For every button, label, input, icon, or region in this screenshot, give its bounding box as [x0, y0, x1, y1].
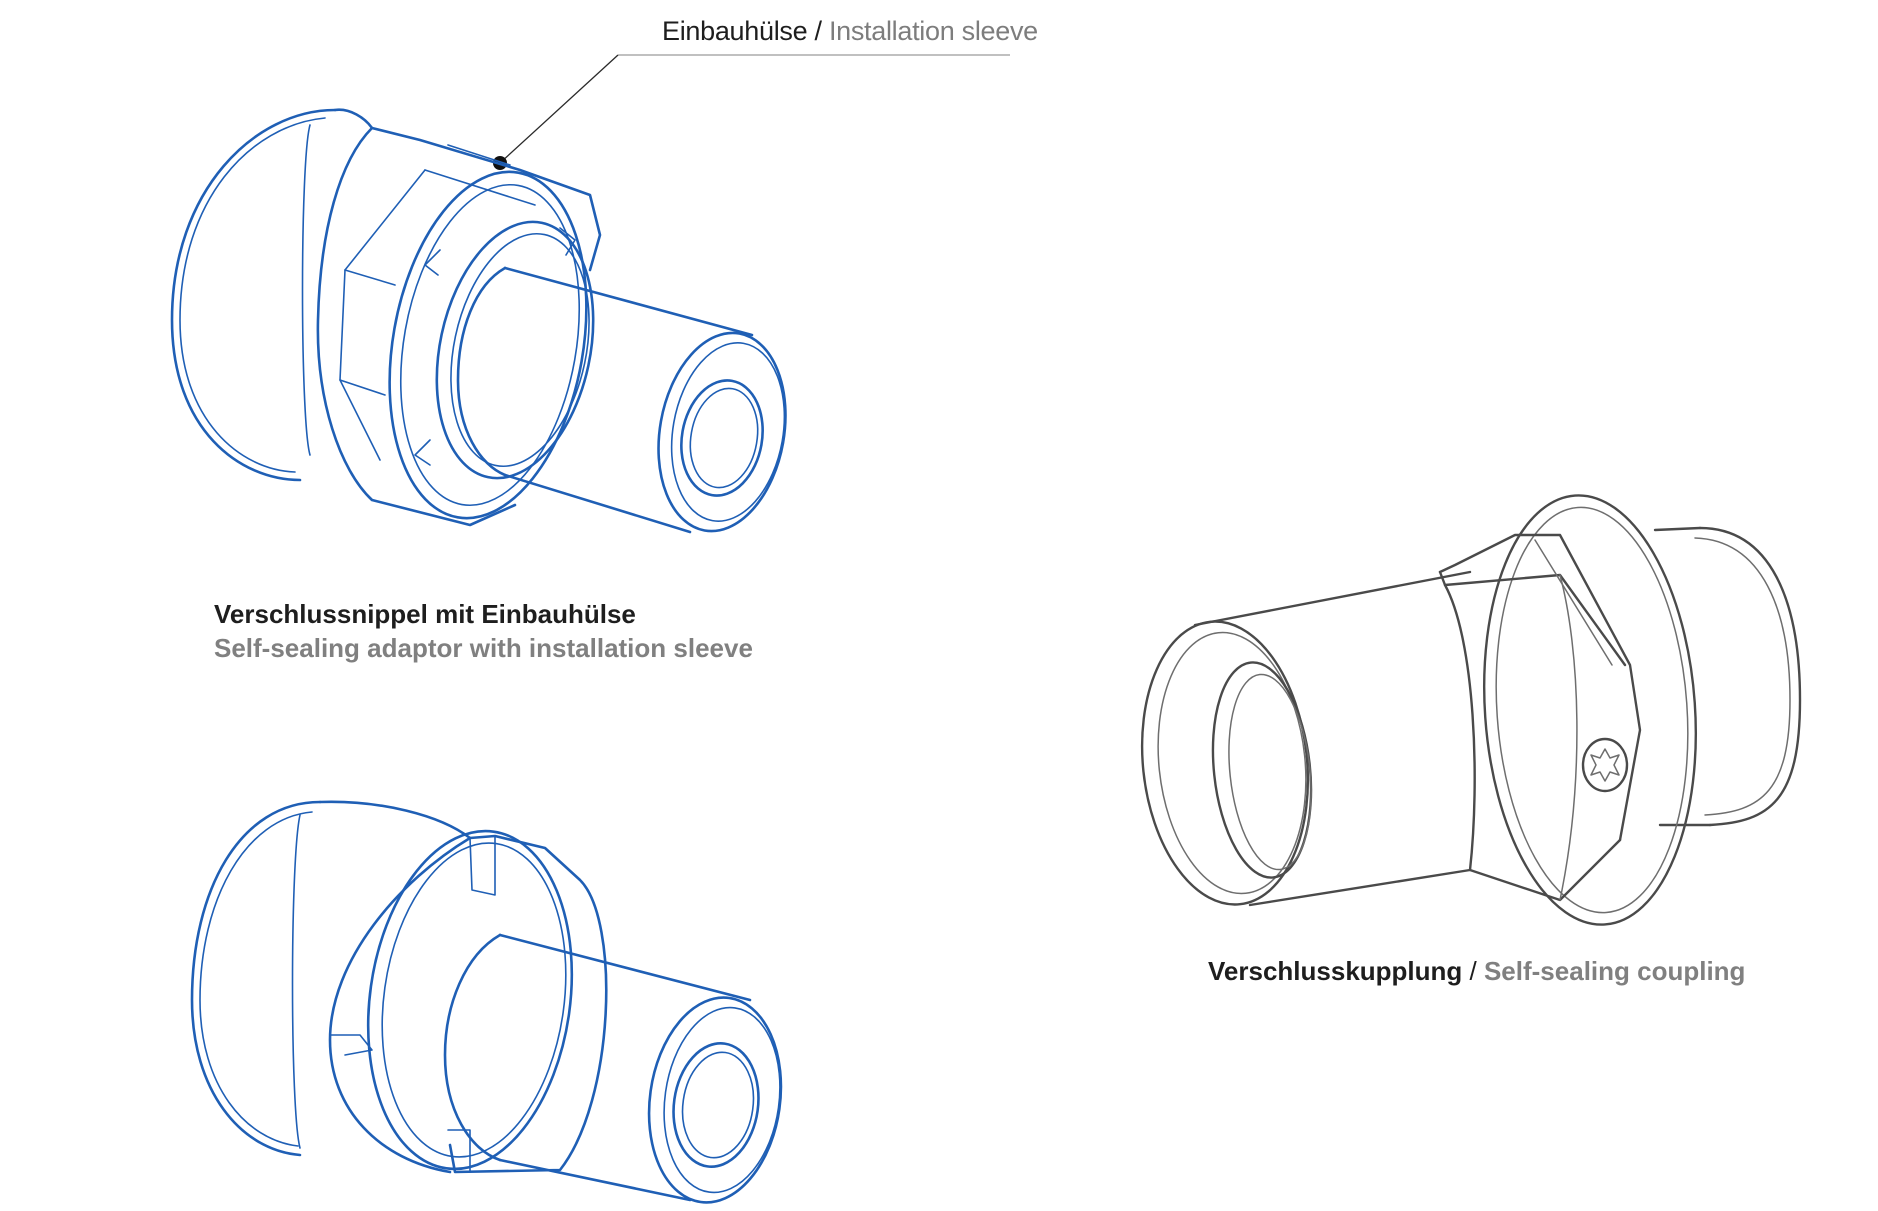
coupling-caption-english: Self-sealing coupling — [1483, 956, 1746, 986]
adaptor-with-sleeve-drawing — [170, 108, 787, 534]
coupling-caption: Verschlusskupplung / Self-sealing coupli… — [1208, 958, 1745, 984]
adaptor-caption: Verschlussnippel mit Einbauhülse Self-se… — [214, 601, 753, 661]
coupling-drawing — [1140, 494, 1802, 926]
coupling-caption-german: Verschlusskupplung — [1208, 956, 1463, 986]
adaptor-caption-english: Self-sealing adaptor with installation s… — [214, 633, 753, 663]
coupling-caption-separator: / — [1462, 956, 1484, 986]
callout-separator: / — [807, 16, 829, 46]
torx-screw-icon — [1581, 737, 1629, 793]
callout-english: Installation sleeve — [828, 16, 1038, 46]
adaptor-drawing — [190, 800, 783, 1204]
installation-sleeve-callout: Einbauhülse / Installation sleeve — [662, 18, 1038, 45]
callout-german: Einbauhülse — [662, 16, 808, 46]
adaptor-caption-german: Verschlussnippel mit Einbauhülse — [214, 599, 636, 629]
callout-leader — [493, 54, 1010, 170]
